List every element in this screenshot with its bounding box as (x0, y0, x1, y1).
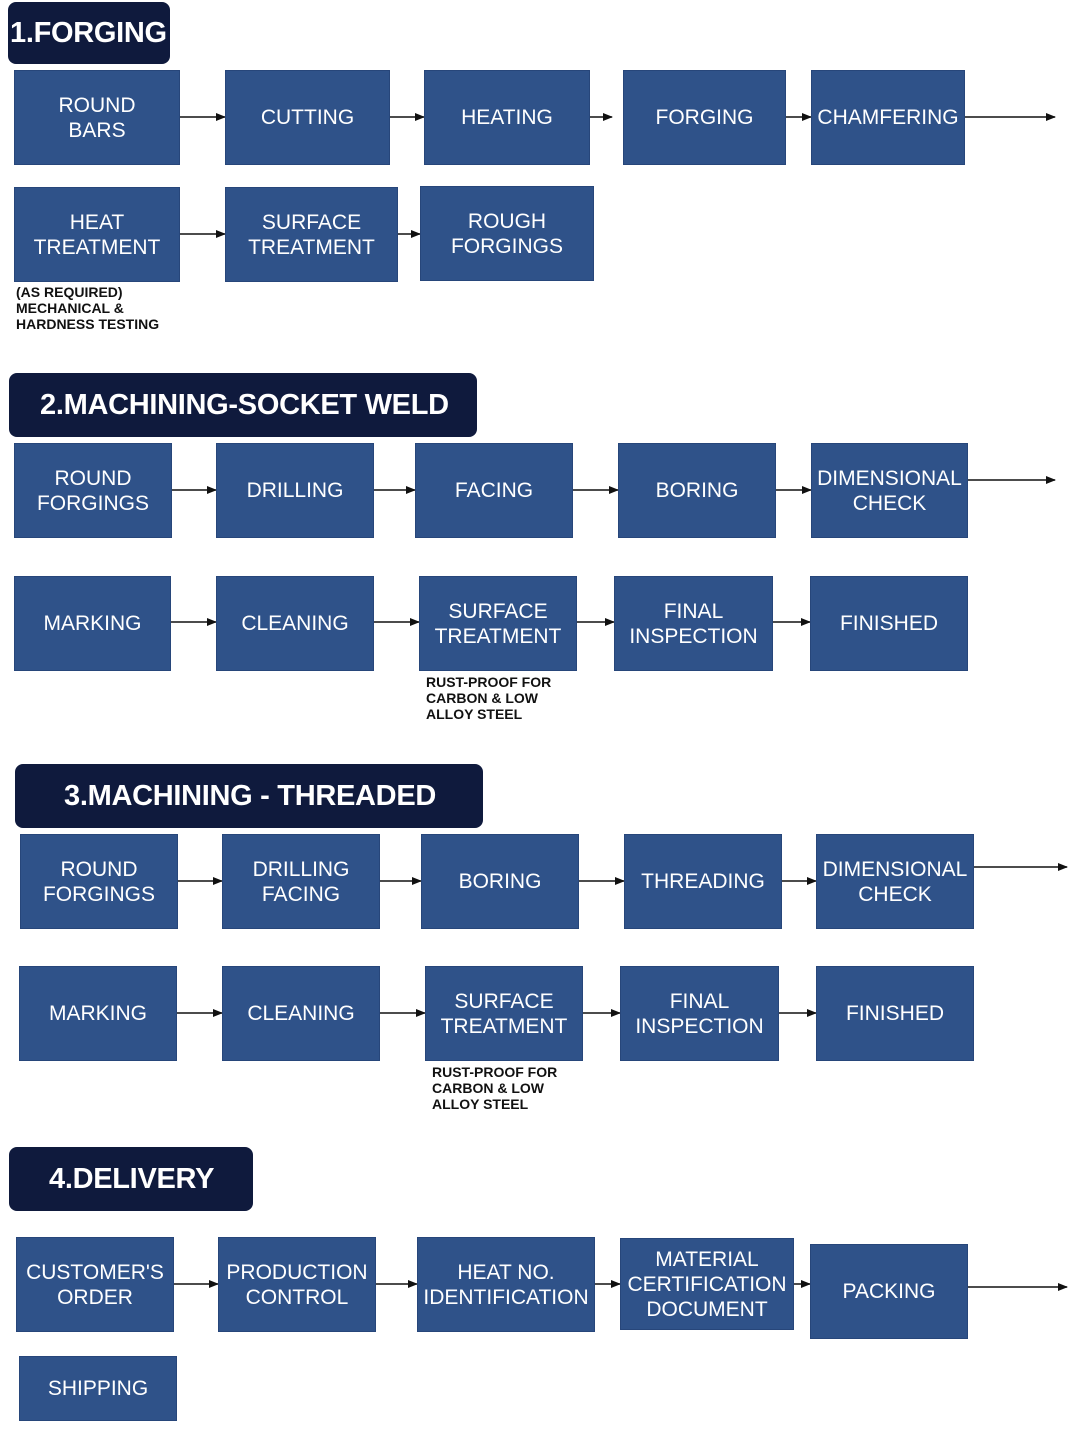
step-heating: HEATING (424, 70, 590, 165)
step-boring: BORING (618, 443, 776, 538)
step-heat-treatment: HEAT TREATMENT (14, 187, 180, 282)
step-facing: FACING (415, 443, 573, 538)
section-title-threaded: 3.MACHINING - THREADED (15, 764, 483, 828)
step-material-certification-document: MATERIAL CERTIFICATION DOCUMENT (620, 1238, 794, 1330)
note-rust-proof: RUST-PROOF FOR CARBON & LOW ALLOY STEEL (426, 674, 552, 722)
step-finished: FINISHED (816, 966, 974, 1061)
step-surface-treatment: SURFACE TREATMENT (225, 187, 398, 282)
step-surface-treatment: SURFACE TREATMENT (419, 576, 577, 671)
step-heat-no-identification: HEAT NO. IDENTIFICATION (417, 1237, 595, 1332)
step-drilling-facing: DRILLING FACING (222, 834, 380, 929)
step-dimensional-check: DIMENSIONAL CHECK (816, 834, 974, 929)
section-title-forging: 1.FORGING (8, 2, 170, 64)
section-title-delivery: 4.DELIVERY (9, 1147, 253, 1211)
step-cleaning: CLEANING (222, 966, 380, 1061)
step-forging: FORGING (623, 70, 786, 165)
step-drilling: DRILLING (216, 443, 374, 538)
step-finished: FINISHED (810, 576, 968, 671)
step-round-bars: ROUND BARS (14, 70, 180, 165)
step-round-forgings: ROUND FORGINGS (20, 834, 178, 929)
step-threading: THREADING (624, 834, 782, 929)
step-final-inspection: FINAL INSPECTION (620, 966, 779, 1061)
step-dimensional-check: DIMENSIONAL CHECK (811, 443, 968, 538)
step-shipping: SHIPPING (19, 1356, 177, 1421)
step-rough-forgings: ROUGH FORGINGS (420, 186, 594, 281)
step-packing: PACKING (810, 1244, 968, 1339)
step-round-forgings: ROUND FORGINGS (14, 443, 172, 538)
step-boring: BORING (421, 834, 579, 929)
step-marking: MARKING (19, 966, 177, 1061)
step-production-control: PRODUCTION CONTROL (218, 1237, 376, 1332)
step-cutting: CUTTING (225, 70, 390, 165)
note-rust-proof: RUST-PROOF FOR CARBON & LOW ALLOY STEEL (432, 1064, 558, 1112)
section-title-socket-weld: 2.MACHINING-SOCKET WELD (9, 373, 477, 437)
step-customers-order: CUSTOMER'S ORDER (16, 1237, 174, 1332)
step-marking: MARKING (14, 576, 171, 671)
step-surface-treatment: SURFACE TREATMENT (425, 966, 583, 1061)
step-cleaning: CLEANING (216, 576, 374, 671)
step-chamfering: CHAMFERING (811, 70, 965, 165)
note-testing: (AS REQUIRED) MECHANICAL & HARDNESS TEST… (16, 284, 160, 332)
step-final-inspection: FINAL INSPECTION (614, 576, 773, 671)
